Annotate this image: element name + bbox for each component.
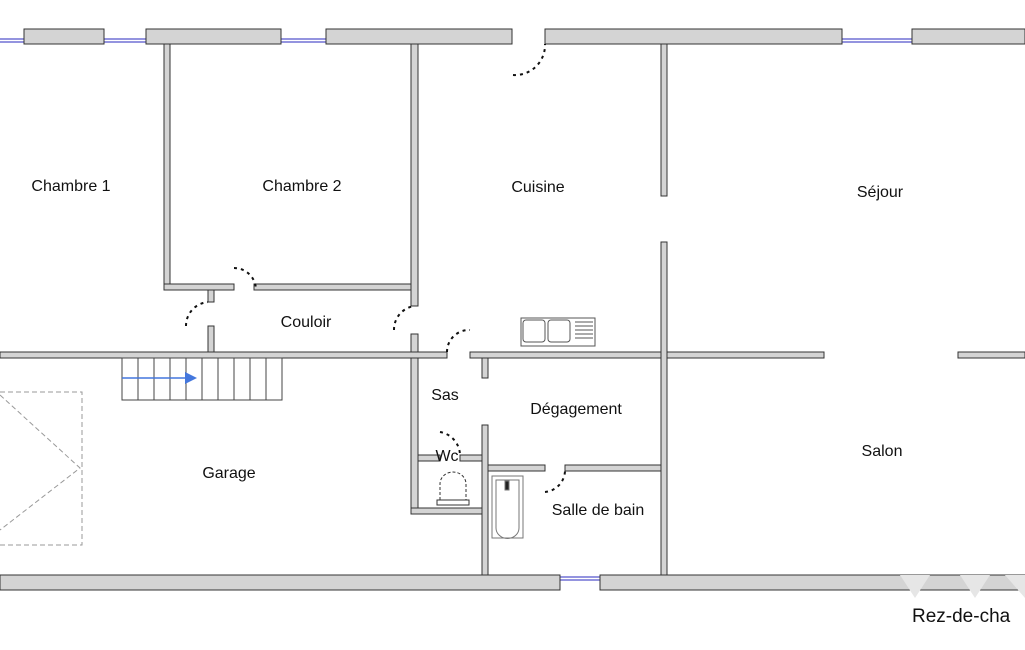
toilet-icon bbox=[436, 471, 470, 506]
room-label-cuisine: Cuisine bbox=[511, 179, 565, 196]
room-label-chambre-1: Chambre 1 bbox=[31, 178, 111, 195]
room-label-sas: Sas bbox=[431, 387, 459, 404]
room-label-wc: Wc bbox=[435, 448, 459, 465]
staircase bbox=[121, 357, 283, 401]
stair-arrow-icon bbox=[185, 372, 197, 384]
room-label-sejour: Séjour bbox=[856, 184, 904, 201]
room-label-garage: Garage bbox=[202, 465, 256, 482]
room-label-salon: Salon bbox=[861, 443, 903, 460]
room-label-salle-de-bain: Salle de bain bbox=[551, 502, 645, 519]
room-label-chambre-2: Chambre 2 bbox=[262, 178, 342, 195]
windows bbox=[0, 38, 912, 581]
floor-caption: Rez-de-cha bbox=[912, 606, 1011, 627]
room-label-couloir: Couloir bbox=[280, 314, 332, 331]
walls bbox=[0, 28, 1025, 591]
bathtub-icon bbox=[491, 475, 524, 539]
doors bbox=[184, 43, 566, 493]
room-label-degagement: Dégagement bbox=[530, 401, 622, 418]
watermark-logo bbox=[900, 575, 1025, 598]
kitchen-sink-icon bbox=[520, 317, 596, 347]
garage-vehicle-outline bbox=[0, 391, 83, 546]
